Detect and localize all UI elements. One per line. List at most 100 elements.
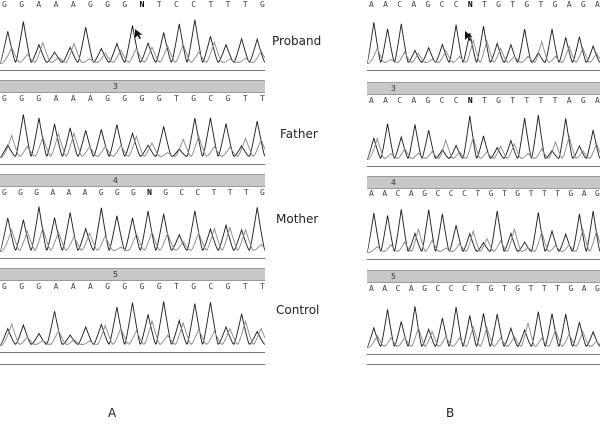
base-letter: C (191, 0, 197, 9)
arrow-cursor-icon (465, 31, 473, 41)
track-header-bar: 4 (367, 176, 600, 189)
trace-line (0, 114, 265, 158)
track-header-bar: 4 (0, 174, 265, 187)
base-letter: G (422, 189, 428, 198)
base-letter: T (242, 282, 248, 291)
base-letter: G (595, 189, 600, 198)
baseline-divider (0, 164, 265, 165)
trace-line (367, 322, 600, 348)
base-letter: N (147, 188, 152, 197)
base-letter: T (538, 0, 544, 9)
mother-label: Mother (276, 212, 319, 226)
trace-line (0, 319, 265, 346)
base-letter: A (88, 282, 93, 291)
base-letter: A (382, 189, 388, 198)
base-letter: A (411, 96, 417, 105)
base-letter: T (208, 0, 214, 9)
base-letter: T (174, 94, 179, 103)
trace-graph (0, 206, 265, 252)
base-letter: T (510, 96, 516, 105)
track-header-bar: 5 (367, 270, 600, 283)
base-letter: T (501, 189, 507, 198)
base-letter: A (70, 282, 76, 291)
base-letter: C (462, 284, 467, 293)
base-letter: G (496, 0, 501, 9)
track-number: 4 (113, 176, 118, 185)
base-letter: G (98, 188, 104, 197)
base-letter: A (408, 284, 414, 293)
base-letter: C (397, 96, 403, 105)
chromatogram-trace (367, 108, 600, 160)
base-letter: N (467, 0, 473, 9)
baseline-divider (0, 70, 265, 71)
baseline-divider (0, 352, 265, 353)
base-letter: A (53, 282, 59, 291)
baseline-divider (0, 364, 265, 365)
base-letter: G (552, 0, 558, 9)
base-letter: T (243, 188, 249, 197)
baseline-divider (367, 354, 600, 355)
base-letter: T (555, 284, 560, 293)
trace-graph (0, 301, 265, 346)
base-letter: T (225, 0, 231, 9)
base-letter: T (475, 189, 481, 198)
base-letter: G (496, 96, 501, 105)
base-letter: A (53, 0, 59, 9)
base-letter: A (66, 188, 72, 197)
base-letter: C (435, 189, 441, 198)
control-label: Control (276, 303, 320, 317)
base-letter: A (369, 0, 374, 9)
base-letter: C (439, 0, 445, 9)
base-letter: A (581, 284, 587, 293)
father-label: Father (280, 127, 318, 141)
base-letter: C (397, 0, 403, 9)
base-letter: G (488, 284, 494, 293)
base-letter: T (528, 284, 534, 293)
proband-label: Proband (272, 34, 322, 48)
base-letter: T (552, 96, 558, 105)
baseline-divider (367, 259, 600, 260)
base-letter: G (225, 94, 231, 103)
base-letter: G (105, 282, 111, 291)
trace-line (0, 40, 265, 64)
track-number: 5 (113, 270, 118, 279)
base-letter: G (18, 188, 23, 197)
base-letter: C (448, 284, 454, 293)
base-letter: C (208, 94, 214, 103)
trace-line (0, 225, 265, 252)
base-letter: A (581, 189, 587, 198)
base-letter: T (482, 0, 487, 9)
trace-line (367, 134, 600, 160)
trace-line (0, 19, 265, 64)
base-letter: G (163, 188, 169, 197)
base-letter: A (595, 96, 600, 105)
base-letter: A (82, 188, 88, 197)
base-letter: T (227, 188, 233, 197)
base-letter: A (595, 0, 600, 9)
base-letter: C (448, 189, 454, 198)
base-letter: N (467, 96, 473, 105)
baseline-divider (367, 166, 600, 167)
chromatogram-trace (0, 294, 265, 346)
base-letter: C (439, 96, 445, 105)
trace-line (0, 206, 265, 252)
base-letter: G (225, 282, 231, 291)
base-letter: T (541, 284, 547, 293)
base-letter: C (195, 188, 201, 197)
base-letter: C (395, 189, 401, 198)
base-letter: T (242, 94, 248, 103)
chromatogram-trace (0, 200, 265, 252)
track-number: 3 (391, 84, 396, 93)
panel-b-label: B (446, 406, 455, 420)
chromatogram-trace (367, 12, 600, 64)
base-letter: G (568, 189, 574, 198)
base-letter: A (411, 0, 417, 9)
base-letter: A (70, 94, 76, 103)
base-letter: G (156, 282, 162, 291)
base-letter: G (524, 0, 530, 9)
baseline-divider (0, 258, 265, 259)
base-letter: G (131, 188, 136, 197)
